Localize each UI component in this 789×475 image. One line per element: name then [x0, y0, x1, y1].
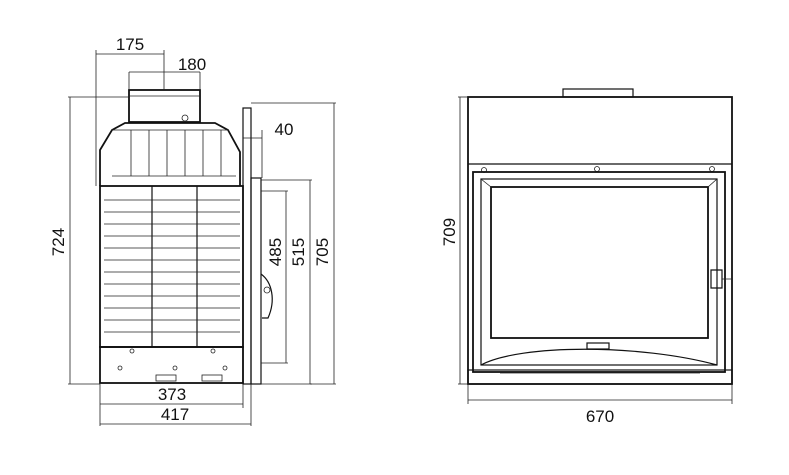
front-housing	[467, 96, 733, 385]
front-view-dimension-lines	[458, 96, 733, 404]
dim-front-width-670: 670	[586, 407, 614, 426]
dim-opening-height: 515	[289, 238, 308, 266]
door-frame	[250, 177, 262, 385]
base-plinth	[99, 346, 244, 384]
door-outer-frame	[472, 171, 726, 373]
dim-door-height: 485	[266, 238, 285, 266]
dim-frame-depth: 40	[275, 120, 294, 139]
firebox-body	[99, 185, 244, 348]
flue-collar	[128, 89, 201, 123]
fin-lines	[104, 199, 240, 333]
door-inner-frame	[480, 178, 718, 366]
door-latch	[586, 342, 610, 350]
top-hood	[99, 122, 241, 186]
top-flue-stub	[562, 88, 634, 98]
door-handle	[260, 273, 273, 319]
front-view: 709 670	[440, 88, 733, 426]
door-glass	[490, 186, 709, 339]
hood-bolt	[181, 114, 189, 122]
dim-front-height-709: 709	[440, 218, 459, 246]
dim-flue-offset: 175	[116, 35, 144, 54]
dim-total-depth: 417	[161, 405, 189, 424]
dim-total-height: 724	[49, 228, 68, 256]
side-view: 175 180 40 724 485 515 705 373 417	[49, 35, 336, 426]
front-frame	[242, 107, 252, 385]
base-strip	[467, 369, 733, 385]
dim-flue-diameter: 180	[178, 55, 206, 74]
ash-lip	[480, 348, 718, 366]
side-handle	[710, 269, 723, 289]
dim-base-depth: 373	[158, 385, 186, 404]
side-view-dimension-lines	[68, 50, 336, 426]
dim-front-height: 705	[313, 238, 332, 266]
